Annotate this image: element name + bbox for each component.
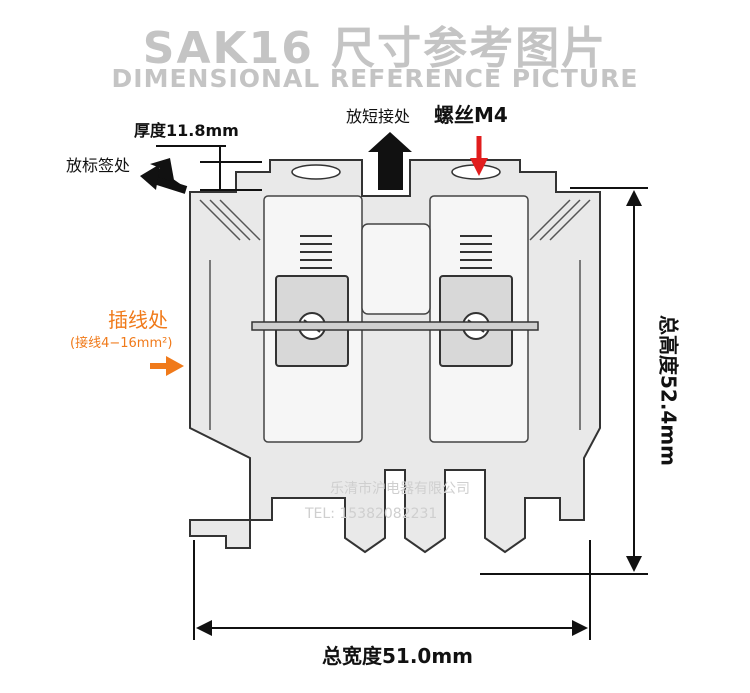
left-screw-hole <box>291 164 341 180</box>
total-height-label: 总高度52.4mm <box>656 314 681 467</box>
marker-place-label: 放标签处 <box>66 156 131 175</box>
thickness-label: 厚度11.8mm <box>134 121 239 140</box>
screw-label: 螺丝M4 <box>434 103 508 127</box>
screw-arrow-head <box>470 158 488 176</box>
bus-bar <box>251 321 539 331</box>
watermark-company: 乐清市沪电器有限公司 <box>330 481 470 497</box>
short-place-label: 放短接处 <box>346 107 411 126</box>
left-spring <box>300 235 332 269</box>
total-width-label: 总宽度51.0mm <box>322 644 474 668</box>
short-place-arrow <box>368 132 412 190</box>
page-subtitle: DIMENSIONAL REFERENCE PICTURE <box>111 64 639 93</box>
height-arrow-top <box>626 190 642 206</box>
width-arrow-left <box>196 620 212 636</box>
width-arrow-right <box>572 620 588 636</box>
marker-arrow-head <box>140 164 160 190</box>
wire-place-label: 插线处 <box>108 308 168 332</box>
center-slot <box>361 223 431 315</box>
height-arrow-bottom <box>626 556 642 572</box>
wire-arrow-head <box>166 356 184 376</box>
right-spring <box>460 235 492 269</box>
page-title: SAK16 尺寸参考图片 <box>142 23 608 74</box>
wire-range-label: (接线4−16mm²) <box>70 336 173 351</box>
watermark-tel: TEL: 15382082231 <box>305 506 438 522</box>
left-foot <box>189 519 251 549</box>
